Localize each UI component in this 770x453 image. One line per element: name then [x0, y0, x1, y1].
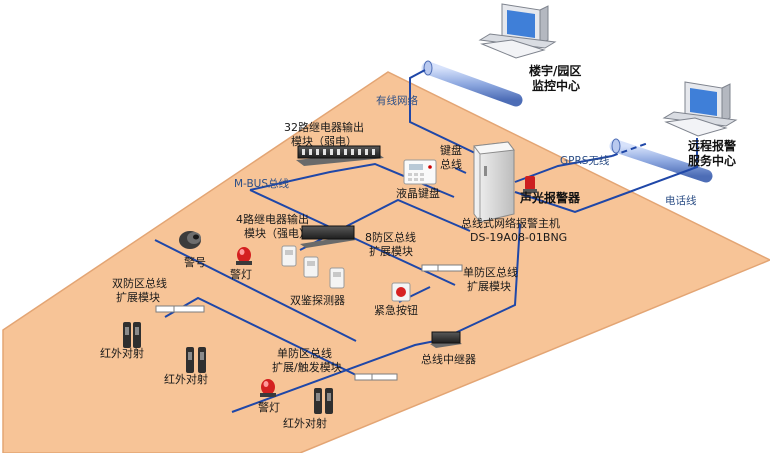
dual-zone-label-2: 扩展模块: [116, 290, 160, 304]
wired-network-label: 有线网络: [376, 94, 418, 107]
dual-detector-label: 双鉴探测器: [290, 294, 345, 307]
building-center-label-1: 楼宇/园区: [529, 63, 581, 78]
host-label-1: 总线式网络报警主机: [461, 216, 560, 230]
mbus-label: M-BUS总线: [234, 177, 290, 190]
relay4-label-1: 4路继电器输出: [236, 212, 309, 226]
bus-repeater-label: 总线中继器: [421, 352, 476, 366]
alarm-host-cabinet-icon: [473, 141, 515, 223]
lcd-keyboard-icon: [403, 159, 437, 185]
zone8-label-2: 扩展模块: [369, 244, 413, 258]
single-zone-trigger-label-1: 单防区总线: [277, 346, 332, 360]
host-label-2: DS-19A08-01BNG: [470, 231, 567, 244]
panic-button-label: 紧急按钮: [374, 303, 418, 317]
warning-light-label-1: 警灯: [230, 267, 252, 281]
remote-alarm-computer-icon: [662, 81, 738, 137]
single-zone-label-1: 单防区总线: [463, 265, 518, 279]
zone8-label-1: 8防区总线: [365, 230, 416, 244]
ir-beam-label-1: 红外对射: [100, 346, 144, 360]
pir-detector-icon-3: [329, 267, 345, 289]
single-zone-trigger-module-icon: [354, 373, 398, 381]
dual-zone-module-icon: [155, 305, 205, 313]
ir-beam-icon-3: [314, 388, 333, 414]
siren-label: 警号: [184, 255, 206, 269]
gprs-pipe: [609, 138, 713, 183]
lcd-keyboard-label: 液晶键盘: [396, 186, 440, 200]
relay4-module-icon: [300, 225, 356, 248]
relay4-label-2: 模块（强电）: [244, 227, 310, 240]
pir-detector-icon-2: [303, 256, 319, 278]
building-monitor-computer-icon: [478, 3, 557, 59]
relay32-label-1: 32路继电器输出: [284, 120, 364, 134]
relay32-module-icon: [296, 145, 384, 166]
siren-icon: [179, 231, 201, 249]
ir-beam-label-2: 红外对射: [164, 372, 208, 386]
wired-network-pipe: [421, 60, 523, 107]
warning-light-label-2: 警灯: [258, 400, 280, 414]
dual-zone-label-1: 双防区总线: [112, 276, 167, 290]
relay32-label-2: 模块（弱电）: [291, 135, 357, 148]
gprs-label: GPRS无线: [560, 154, 610, 167]
dual-detector-icons: [281, 245, 345, 289]
pir-detector-icon-1: [281, 245, 297, 267]
keyboard-bus-label-1: 键盘: [440, 143, 462, 157]
panic-button-icon: [391, 282, 411, 302]
zone8-module-icon: [421, 264, 463, 272]
warning-light-icon-1: [236, 247, 252, 265]
remote-center-label-2: 服务中心: [688, 153, 736, 168]
ir-beam-icon-1: [123, 322, 141, 348]
single-zone-trigger-label-2: 扩展/触发模块: [272, 360, 342, 374]
phone-line-label: 电话线: [665, 194, 697, 207]
diagram-labels: 楼宇/园区 监控中心 远程报警 服务中心 有线网络 GPRS无线 电话线 键盘 …: [100, 63, 736, 430]
bus-repeater-icon: [430, 331, 462, 348]
keyboard-bus-label-2: 总线: [440, 157, 462, 171]
ir-beam-label-3: 红外对射: [283, 416, 327, 430]
floor-platform: [2, 71, 770, 453]
warning-light-icon-2: [260, 379, 276, 397]
building-center-label-2: 监控中心: [532, 78, 580, 93]
remote-center-label-1: 远程报警: [688, 138, 736, 153]
ir-beam-icon-2: [186, 347, 206, 373]
single-zone-label-2: 扩展模块: [467, 279, 511, 293]
sound-light-alarm-label: 声光报警器: [519, 190, 581, 205]
sound-light-alarm-icon: [523, 176, 537, 193]
